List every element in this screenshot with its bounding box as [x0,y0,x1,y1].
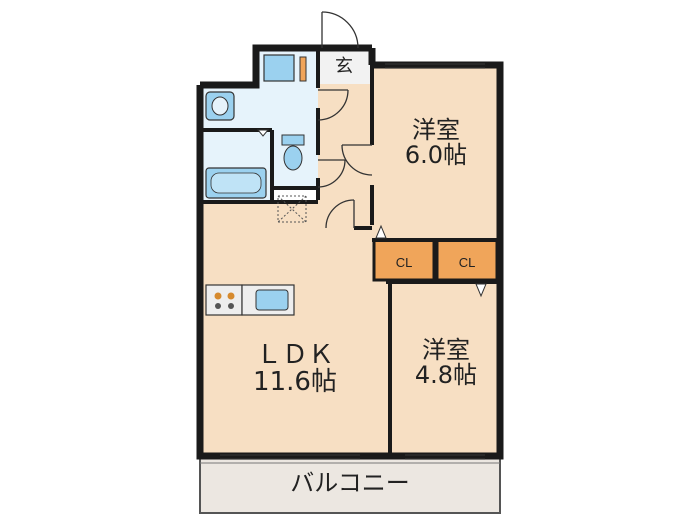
bedroom1-size: 6.0帖 [404,141,468,170]
bedroom1-name: 洋室 [412,116,460,144]
ldk-room [200,200,390,453]
bedroom1-label: 洋室 6.0帖 [378,116,494,170]
storage-hatch-icon [277,195,307,223]
toilet-icon [281,134,305,171]
entrance-area [318,50,372,84]
bedroom1-room [372,65,500,240]
washbasin-icon [205,91,235,121]
ldk-label: ＬＤＫ 11.6帖 [220,340,370,398]
bedroom2-label: 洋室 4.8帖 [392,336,500,390]
windows [220,63,485,460]
door-swings [317,11,373,229]
ldk-size: 11.6帖 [253,367,337,398]
stove-icon [205,284,243,316]
kitchen-sink-icon [255,289,289,311]
hallway [318,65,372,230]
bedroom2-name: 洋室 [422,336,470,364]
bathtub-icon [205,167,267,199]
balcony-label: バルコニー [290,469,410,497]
outer-walls [196,44,504,460]
closet-door-markers [256,129,487,298]
entrance-label: 玄 [326,56,362,77]
entrance-label-text: 玄 [335,56,353,77]
closet1-label: CL [395,255,413,270]
washing-machine-space-icon [263,54,307,82]
bedroom2-room [390,282,500,453]
balcony-area [199,457,501,514]
closet2-label: CL [458,255,476,270]
bedroom2-size: 4.8帖 [414,361,478,390]
ldk-name: ＬＤＫ [255,340,334,370]
